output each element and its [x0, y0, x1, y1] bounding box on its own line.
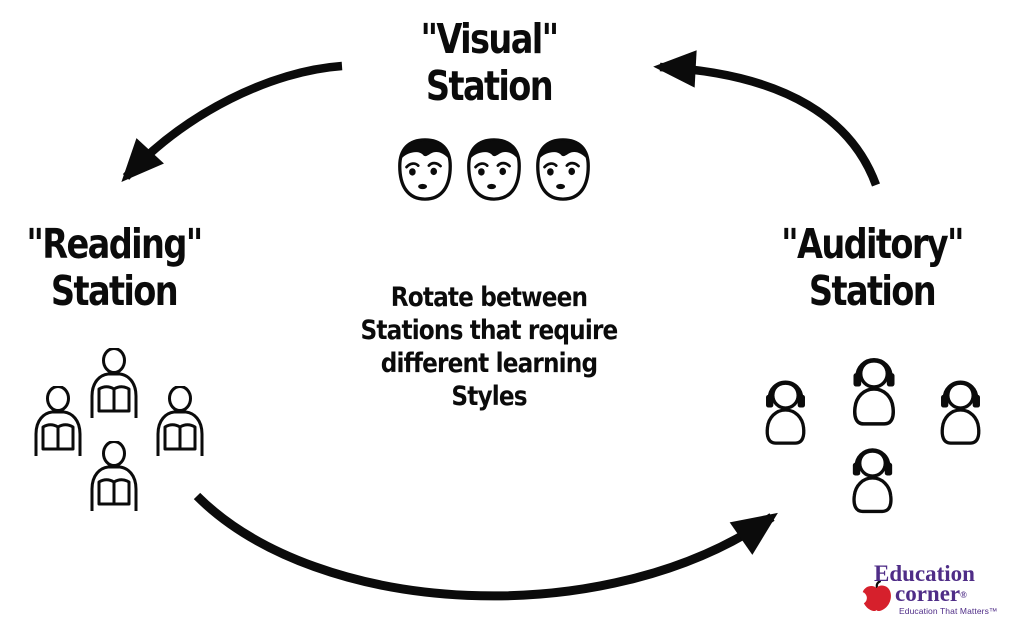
headphones-icon [765, 380, 806, 445]
arrow-auditory-to-visual [653, 50, 880, 187]
reader-icon [90, 441, 138, 511]
registered-mark: ® [960, 590, 967, 600]
reading-station-title: "Reading" Station [26, 220, 203, 315]
arrow-reading-to-auditory [193, 492, 778, 601]
reading-station-icons [28, 345, 213, 517]
reader-icon [34, 386, 82, 456]
logo-wordmark-line2: corner® [895, 581, 967, 606]
headphones-icon [853, 357, 895, 426]
apple-icon [858, 581, 891, 612]
face-icon [536, 138, 590, 201]
reader-icon [90, 348, 138, 418]
headphones-icon [940, 380, 981, 445]
center-instruction-text: Rotate between Stations that require dif… [360, 282, 619, 412]
face-icon [467, 138, 521, 201]
education-corner-logo: Education corner® Education That Matters… [858, 561, 1018, 616]
logo-wordmark-line1: Education [874, 561, 975, 586]
logo-tagline: Education That Matters™ [899, 606, 998, 616]
face-icon [398, 138, 452, 201]
reader-icon [156, 386, 204, 456]
auditory-station-title: "Auditory" Station [781, 220, 964, 315]
visual-station-title: "Visual" Station [420, 15, 559, 110]
arrow-visual-to-reading [121, 61, 343, 182]
visual-station-icons [394, 136, 594, 202]
headphones-icon [852, 448, 893, 514]
auditory-station-icons [752, 348, 1004, 523]
